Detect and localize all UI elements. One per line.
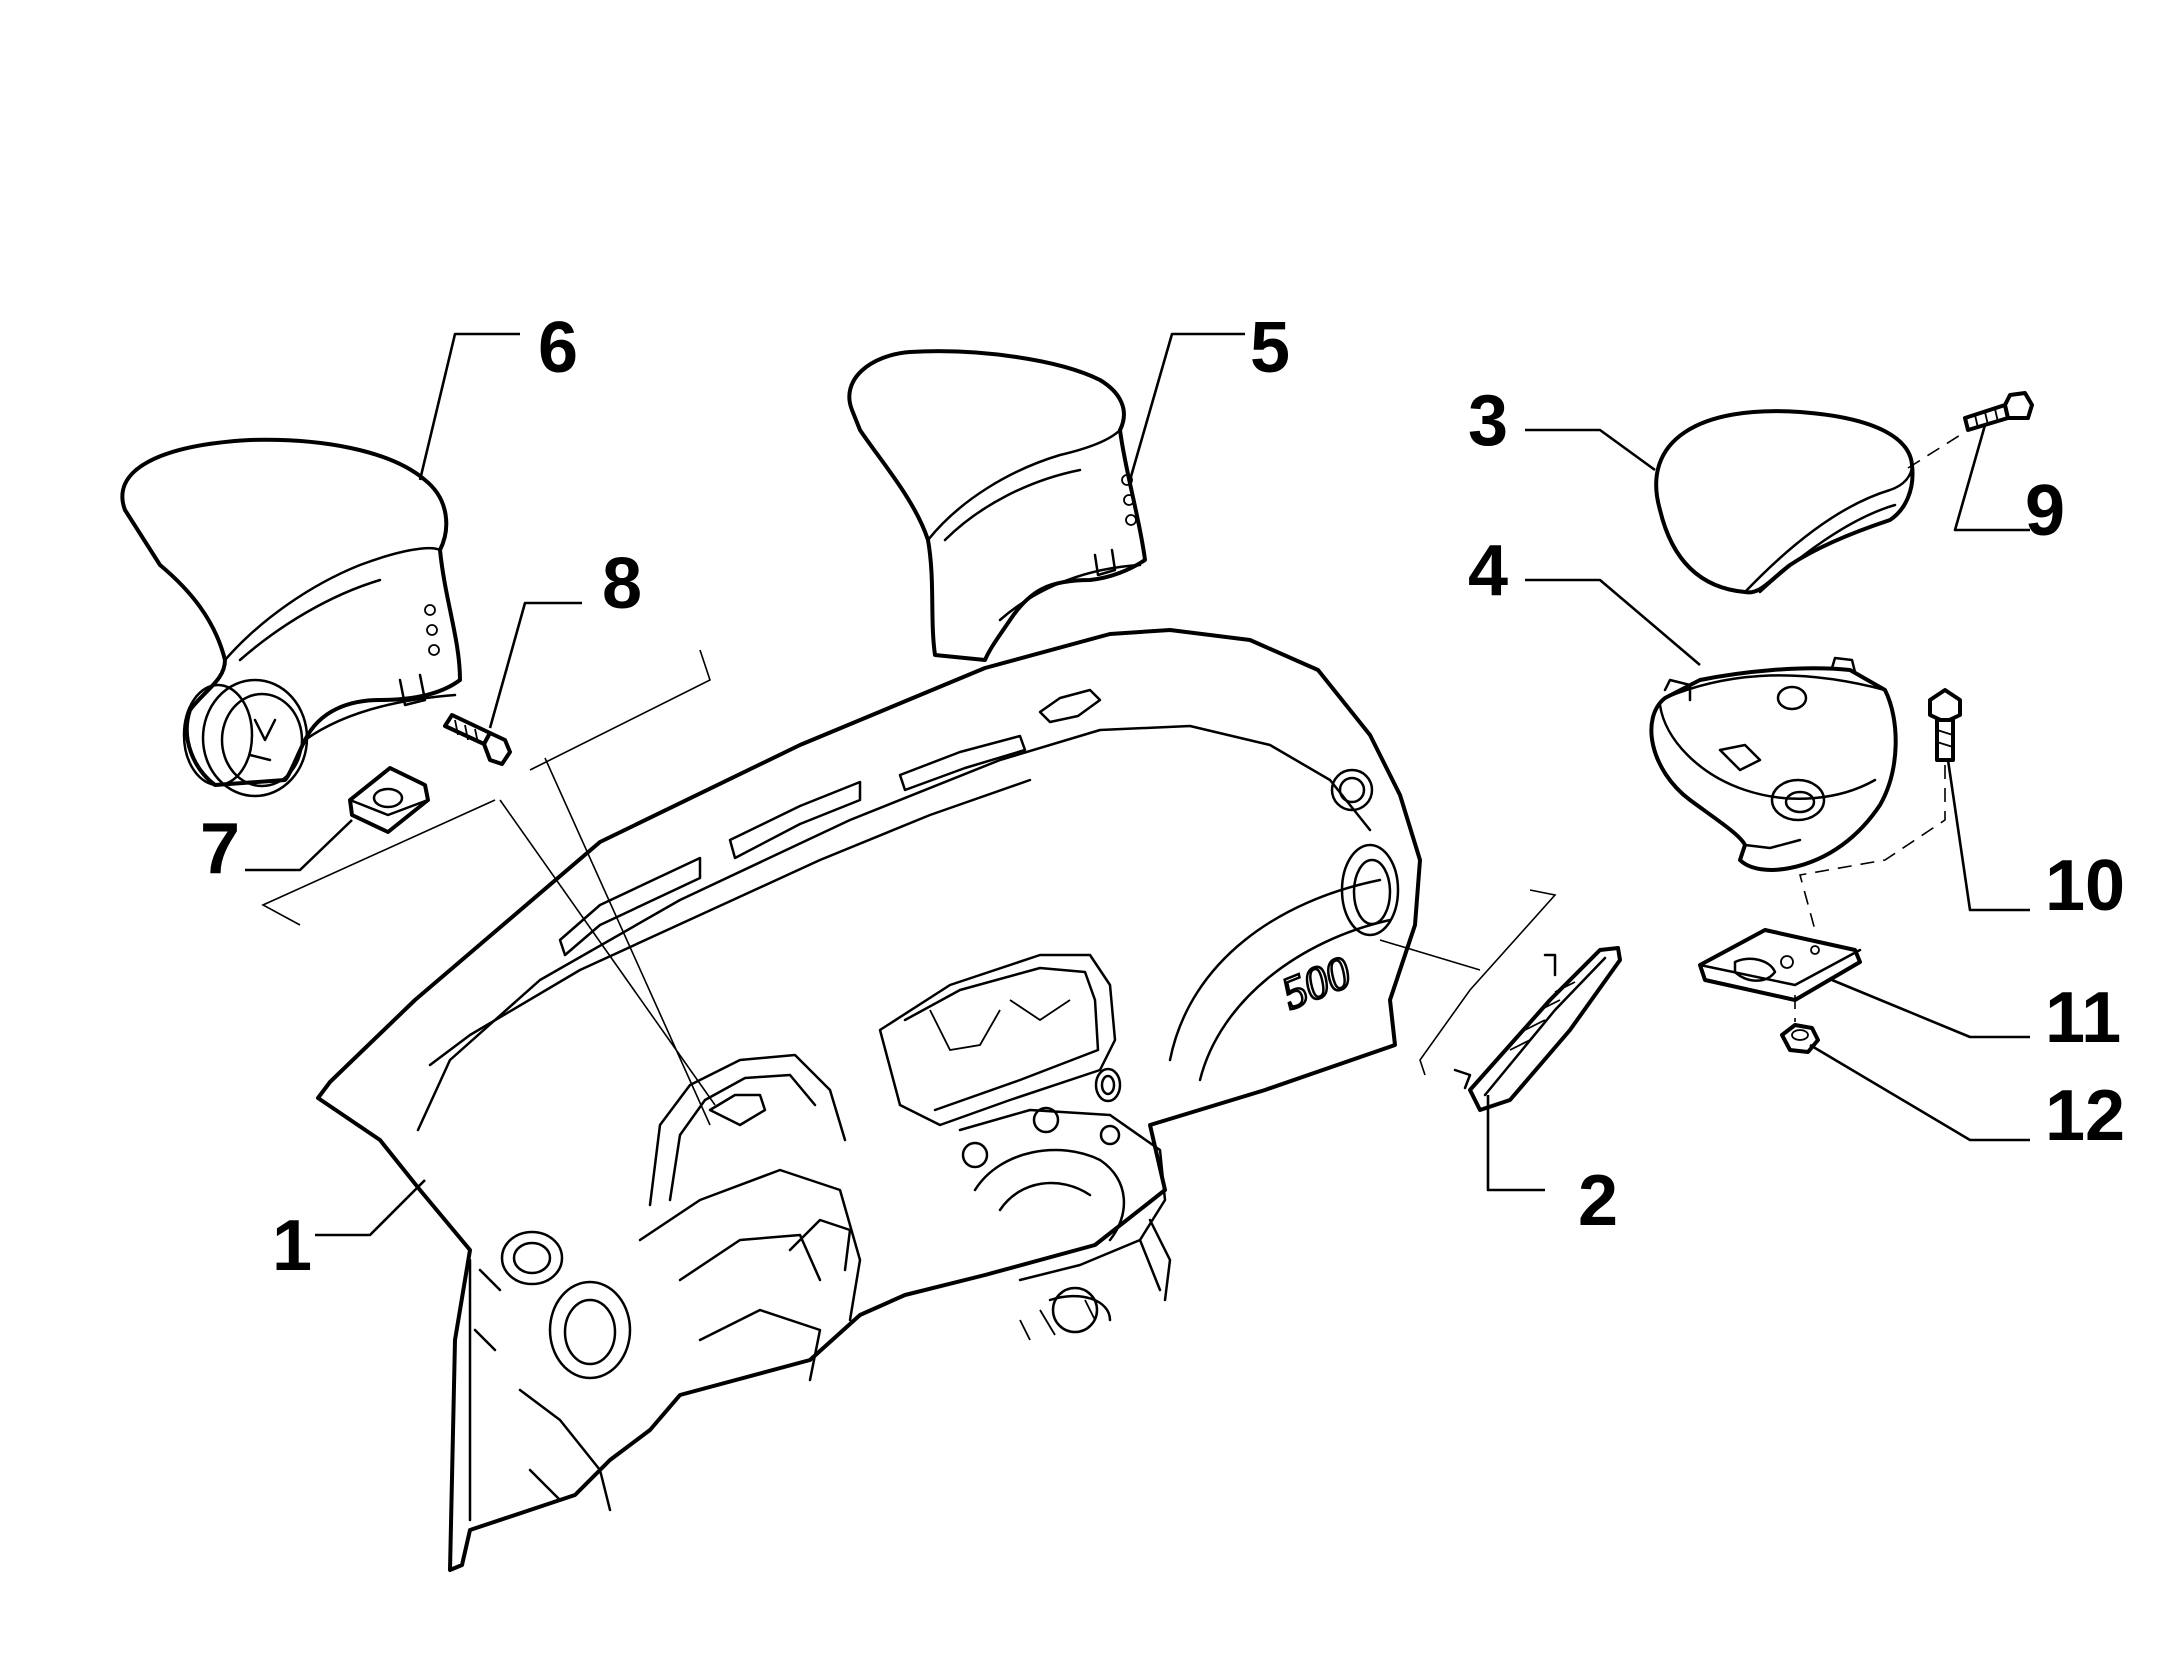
binnacle-housing — [1649, 656, 1898, 872]
callout-labels: 1 2 3 4 5 6 7 8 9 10 11 12 — [200, 308, 2125, 1286]
bolt-9 — [1963, 391, 2034, 432]
callout-9: 9 — [2025, 471, 2065, 551]
leader-lines — [245, 332, 2030, 1237]
cluster-hood-left — [120, 437, 462, 798]
dashboard-panel: 500 — [316, 628, 1422, 1572]
cluster-hood-right — [847, 349, 1147, 662]
trim-strip — [1453, 946, 1622, 1112]
nut-12 — [1780, 1023, 1820, 1054]
assembly-guide-lines — [261, 431, 1966, 1126]
bolt-10 — [1928, 688, 1962, 762]
callout-8: 8 — [602, 544, 642, 624]
callout-2: 2 — [1578, 1161, 1618, 1241]
callout-1: 1 — [272, 1206, 312, 1286]
callout-5: 5 — [1250, 308, 1290, 388]
binnacle-cover — [1654, 409, 1915, 595]
callout-4: 4 — [1468, 531, 1508, 611]
callout-6: 6 — [538, 308, 578, 388]
callout-7: 7 — [200, 809, 240, 889]
callout-3: 3 — [1468, 381, 1508, 461]
clip-nut — [348, 766, 430, 834]
callout-12: 12 — [2045, 1076, 2125, 1156]
callout-10: 10 — [2045, 846, 2125, 926]
bracket-plate — [1698, 928, 1862, 1002]
bolt-8 — [443, 713, 512, 766]
callout-11: 11 — [2045, 978, 2121, 1058]
